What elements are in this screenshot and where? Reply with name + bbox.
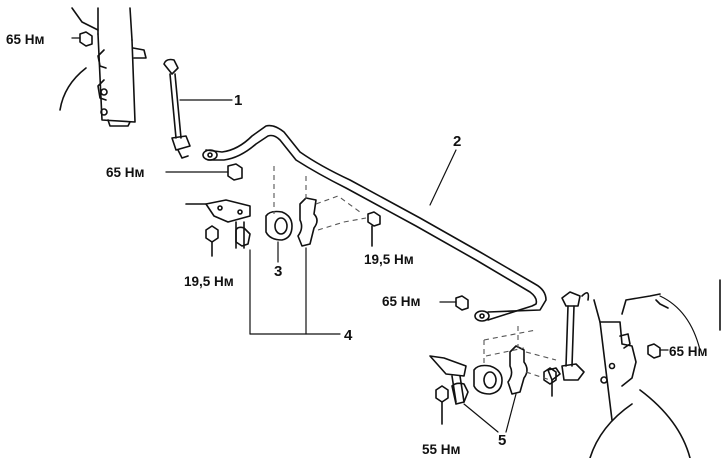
right-bushing	[473, 364, 503, 395]
torque-label-top-left: 65 Нм	[6, 32, 45, 47]
right-stabilizer-link	[547, 291, 590, 397]
part-number-3: 3	[274, 263, 282, 280]
torque-label-right-mid: 65 Нм	[382, 294, 421, 309]
torque-label-left-mid: 65 Нм	[106, 165, 145, 180]
left-bracket	[185, 199, 251, 249]
left-lower-bolt	[205, 225, 219, 257]
stabilizer-bar	[202, 124, 547, 322]
part-number-1: 1	[234, 92, 242, 109]
part-number-2: 2	[453, 133, 461, 150]
right-clamp	[507, 345, 528, 395]
right-lower-bolt	[435, 385, 449, 425]
leader-line-2	[429, 149, 457, 206]
left-stabilizer-link	[163, 58, 191, 159]
left-mid-bolt	[367, 211, 381, 247]
torque-label-right-edge: 65 Нм	[669, 344, 708, 359]
right-bracket	[429, 355, 469, 405]
right-mid-nut	[439, 295, 469, 311]
left-bushing	[265, 210, 293, 241]
left-clamp	[297, 197, 318, 247]
part-number-5: 5	[498, 432, 506, 449]
right-strut-assembly	[589, 279, 721, 458]
left-strut-assembly	[59, 7, 147, 127]
leader-line-5	[463, 393, 517, 433]
right-edge-nut	[647, 343, 669, 359]
torque-label-bottom: 55 Нм	[422, 442, 461, 457]
leader-line-4	[249, 247, 341, 335]
left-upper-nut	[71, 31, 93, 47]
part-number-4: 4	[344, 327, 353, 344]
alignment-dashes	[273, 166, 557, 381]
torque-label-mid-bolt: 19,5 Нм	[364, 252, 414, 267]
torque-label-left-bolt: 19,5 Нм	[184, 274, 234, 289]
right-small-bolt	[543, 367, 557, 385]
left-mid-nut	[165, 163, 243, 181]
